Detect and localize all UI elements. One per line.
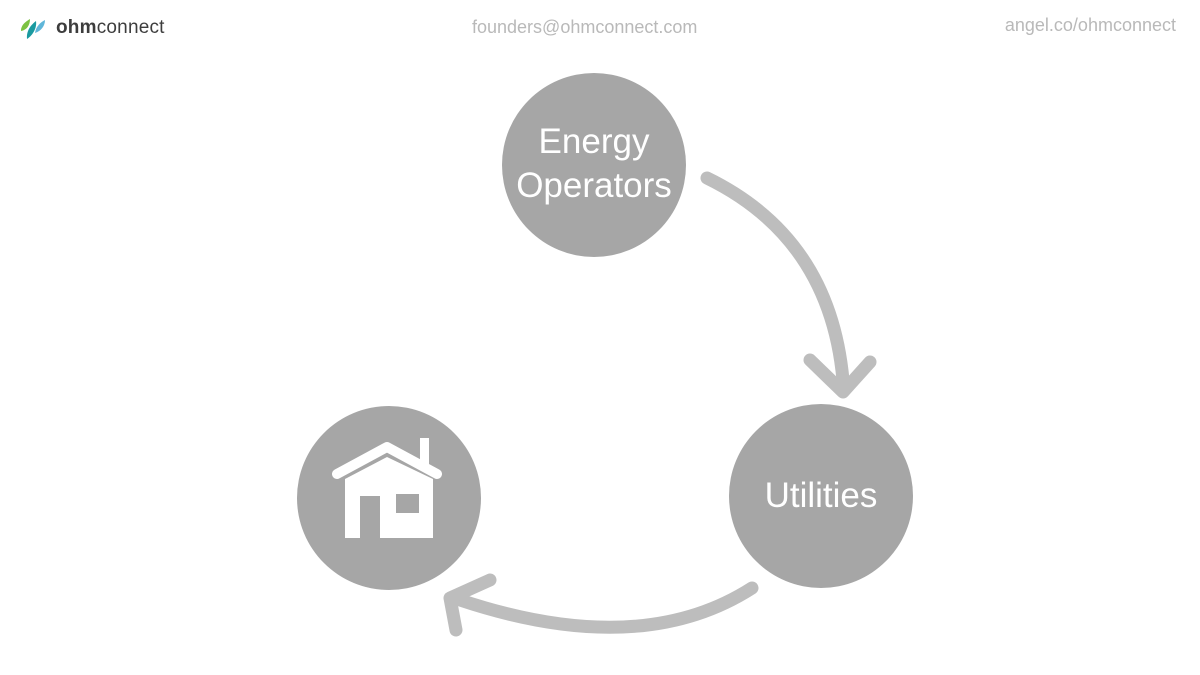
ohmconnect-logo[interactable]: ohmconnect [18, 12, 165, 44]
founders-email-link[interactable]: founders@ohmconnect.com [472, 17, 698, 37]
node-home [297, 406, 481, 590]
logo-bold-part: ohm [56, 17, 97, 38]
ohmconnect-leaf-icon [21, 19, 45, 39]
arrow-utilities-to-home [443, 573, 759, 637]
node-energy-operators-line-1: Energy [539, 122, 650, 161]
house-icon [332, 438, 442, 538]
node-utilities: Utilities [729, 404, 913, 588]
node-energy-operators: Energy Operators [502, 73, 686, 257]
node-energy-operators-line-2: Operators [516, 166, 672, 205]
node-utilities-label: Utilities [765, 476, 878, 515]
logo-rest-part: connect [96, 17, 165, 38]
angel-link[interactable]: angel.co/ohmconnect [1004, 15, 1176, 35]
arrow-operators-to-utilities [700, 171, 877, 399]
logo-wordmark: ohmconnect [56, 17, 165, 39]
